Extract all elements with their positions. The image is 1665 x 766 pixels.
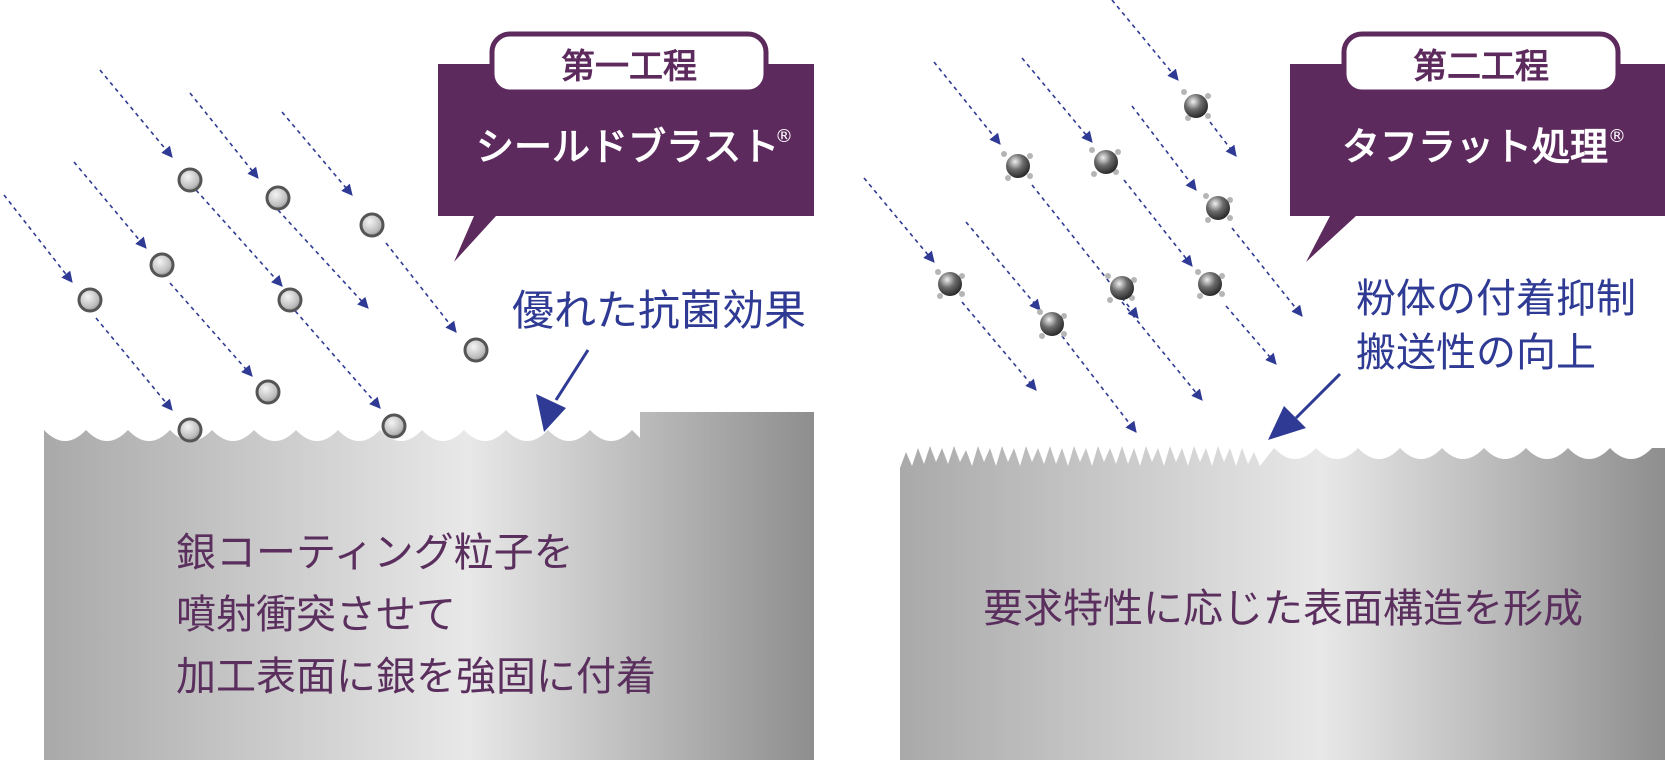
step1-badge: 第一工程: [561, 47, 697, 87]
step1-effect-arrowhead: [536, 394, 566, 432]
step1-effect: 優れた抗菌効果: [512, 286, 806, 335]
step1-title: シールドブラスト: [476, 125, 779, 169]
step2-effect-arrowhead: [1268, 406, 1306, 440]
step1-effect-arrow: [554, 349, 590, 401]
step1-substrate: [44, 412, 814, 760]
step2-trajectories: [863, 0, 1303, 433]
step2-effect-arrow: [1294, 372, 1342, 420]
step1-badge-box: [489, 31, 769, 95]
step1-description-line-1: 銀コーティング粒子を: [176, 530, 574, 576]
step1-registered-mark: ®: [775, 126, 793, 147]
step2-effect-line-2: 搬送性の向上: [1356, 330, 1596, 376]
step2-title: タフラット処理: [1342, 125, 1608, 169]
step1-description-line-3: 加工表面に銀を強固に付着: [176, 654, 656, 700]
step1-panel: 第一工程 シールドブラスト ® 優れた抗菌効果 銀コーティング粒子を 噴射衝突さ…: [3, 31, 814, 760]
step2-badge: 第二工程: [1413, 47, 1549, 87]
step2-registered-mark: ®: [1608, 126, 1626, 147]
step2-badge-box: [1341, 31, 1621, 95]
step1-trajectories: [3, 69, 457, 411]
step1-description-line-2: 噴射衝突させて: [176, 592, 456, 638]
step2-description: 要求特性に応じた表面構造を形成: [983, 586, 1583, 632]
step2-particles: [935, 89, 1233, 339]
step1-callout: [438, 64, 814, 262]
step2-effect-line-1: 粉体の付着抑制: [1356, 276, 1636, 322]
step2-callout: [1290, 64, 1665, 262]
step2-panel: 第二工程 タフラット処理 ® 粉体の付着抑制 搬送性の向上 要求特性に応じた表面…: [863, 0, 1665, 760]
step1-particles: [77, 167, 489, 443]
step2-substrate: [900, 446, 1665, 760]
